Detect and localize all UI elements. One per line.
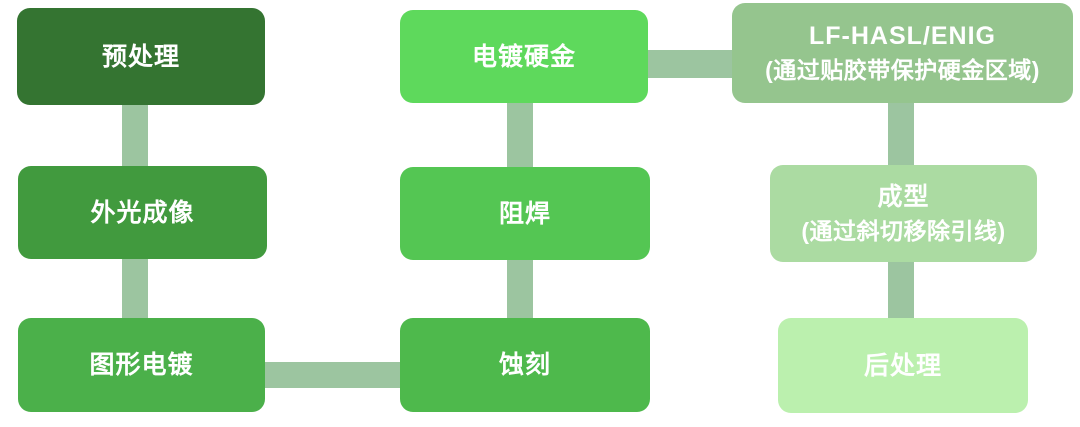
connector-pretreatment-to-outer-imaging xyxy=(122,100,148,170)
connector-etching-to-solder-mask xyxy=(507,100,533,169)
node-label-outer-imaging: 外光成像 xyxy=(90,198,195,227)
flow-node-pretreatment: 预处理 xyxy=(17,8,265,105)
node-label-etching: 蚀刻 xyxy=(498,351,551,379)
flow-node-surface-finish: LF-HASL/ENIG (通过贴胶带保护硬金区域) xyxy=(732,3,1073,103)
node-label-post-processing: 后处理 xyxy=(863,351,942,380)
flow-node-forming: 成型 (通过斜切移除引线) xyxy=(770,165,1037,262)
flow-node-hard-gold-plating: 电镀硬金 xyxy=(400,10,648,103)
connector-surface-finish-to-forming xyxy=(888,100,914,168)
node-label-forming: 成型 xyxy=(877,182,930,211)
flow-node-outer-imaging: 外光成像 xyxy=(18,166,267,259)
connector-solder-mask-to-hard-gold xyxy=(507,256,533,322)
node-sublabel-forming: (通过斜切移除引线) xyxy=(801,217,1006,244)
connector-hard-gold-to-surface-finish xyxy=(645,50,737,78)
node-label-surface-finish: LF-HASL/ENIG xyxy=(809,22,996,50)
connector-pattern-plating-to-etching xyxy=(260,362,405,388)
flow-node-etching: 蚀刻 xyxy=(400,318,650,412)
node-label-solder-mask: 阻焊 xyxy=(498,199,551,228)
flow-node-solder-mask: 阻焊 xyxy=(400,167,650,260)
connector-outer-imaging-to-pattern-plating xyxy=(122,255,148,322)
node-label-pretreatment: 预处理 xyxy=(101,42,180,71)
node-label-hard-gold-plating: 电镀硬金 xyxy=(471,42,576,71)
flow-node-post-processing: 后处理 xyxy=(778,318,1028,413)
flow-node-pattern-plating: 图形电镀 xyxy=(18,318,265,412)
node-label-pattern-plating: 图形电镀 xyxy=(89,351,194,379)
node-sublabel-surface-finish: (通过贴胶带保护硬金区域) xyxy=(765,57,1040,83)
connector-forming-to-post-processing xyxy=(888,258,914,322)
